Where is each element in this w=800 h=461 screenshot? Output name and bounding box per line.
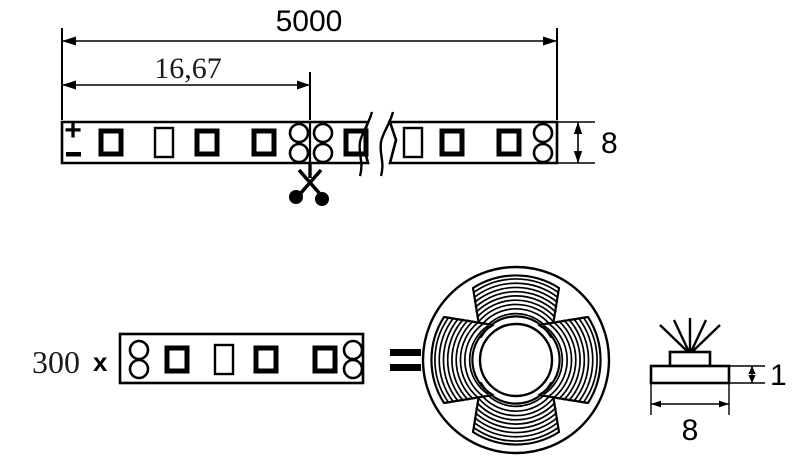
led-chip: [153, 126, 175, 159]
reel-icon: [421, 265, 611, 455]
cs-width-arrowhead-right: [719, 400, 729, 408]
led-strip-top-view-right: [388, 120, 559, 165]
led-chip: [251, 128, 277, 157]
cs-width-arrowhead-left: [651, 400, 661, 408]
height-arrowhead-bottom: [748, 375, 756, 383]
pitch-arrowhead-left: [62, 80, 76, 90]
cross-section-width-label: 8: [682, 414, 699, 447]
break-curve-left: [358, 111, 374, 177]
cross-section-width-dimension: 8: [650, 383, 730, 447]
scissors-handle-a: [289, 190, 303, 204]
width-arrowhead-top: [573, 122, 583, 134]
coil-windings: [434, 317, 489, 403]
light-ray: [689, 319, 708, 353]
cross-section-view: 1 8: [649, 318, 787, 447]
overall-length-label: 5000: [276, 5, 343, 38]
reel-sector-bottom: [471, 381, 561, 446]
overall-length-dimension: 5000: [61, 5, 558, 120]
led-chip: [312, 345, 338, 374]
solder-pad: [288, 122, 310, 144]
solder-pad: [312, 122, 334, 144]
solder-pad: [312, 142, 334, 164]
coil-windings: [473, 278, 559, 333]
led-chip: [213, 343, 235, 376]
solder-pad: [128, 339, 150, 361]
led-chip: [98, 128, 124, 157]
arrowhead-left: [62, 36, 76, 46]
reel-hub: [478, 322, 554, 398]
scissors-icon: [289, 163, 329, 206]
break-curve-right: [379, 111, 395, 177]
light-rays: [659, 318, 721, 353]
polarity-plus-label: +: [64, 114, 82, 147]
quantity-label-group: 300 x: [32, 344, 108, 380]
pcb-substrate-icon: [649, 364, 731, 385]
height-arrowhead-top: [748, 366, 756, 374]
coil-windings: [543, 317, 598, 403]
led-chip: [496, 128, 522, 157]
light-ray: [691, 324, 721, 353]
led-strip-top-view-left: +: [60, 114, 370, 165]
led-chip: [194, 128, 220, 157]
solder-pad: [532, 142, 554, 164]
coil-windings: [473, 387, 559, 442]
solder-pad: [532, 122, 554, 144]
solder-pad: [342, 358, 364, 380]
light-ray: [659, 324, 689, 353]
reel-sector-top: [471, 274, 561, 339]
polarity-minus-label: [66, 152, 81, 157]
led-chip: [439, 128, 465, 157]
arrowhead-right: [543, 36, 557, 46]
pitch-label: 16,67: [154, 52, 222, 85]
equals-sign: [390, 349, 421, 371]
led-chip: [402, 126, 424, 159]
solder-pad: [342, 339, 364, 361]
cross-section-height-dimension: 1: [729, 359, 787, 392]
solder-pad: [288, 142, 310, 164]
led-emitter-icon: [668, 350, 712, 368]
strip-width-label: 8: [601, 127, 618, 160]
led-chip: [253, 345, 279, 374]
cross-section-height-label: 1: [770, 359, 787, 392]
led-chip: [164, 345, 190, 374]
led-strip-segment: [118, 332, 365, 385]
scissors-blade-b: [298, 168, 323, 196]
scissors-handle-b: [315, 192, 329, 206]
equals-bar-top: [390, 349, 421, 356]
reel-sector-left: [430, 315, 495, 405]
reel-sector-right: [537, 315, 602, 405]
multiplier-label: x: [93, 347, 108, 377]
strip-width-dimension: 8: [557, 121, 618, 164]
pitch-dimension: 16,67: [62, 52, 311, 120]
quantity-label: 300: [32, 344, 80, 380]
width-arrowhead-bottom: [573, 151, 583, 163]
pitch-arrowhead-right: [297, 80, 310, 90]
break-line-icon: [358, 111, 395, 177]
solder-pad: [128, 358, 150, 380]
equals-bar-bottom: [390, 364, 421, 371]
light-ray: [672, 319, 691, 353]
